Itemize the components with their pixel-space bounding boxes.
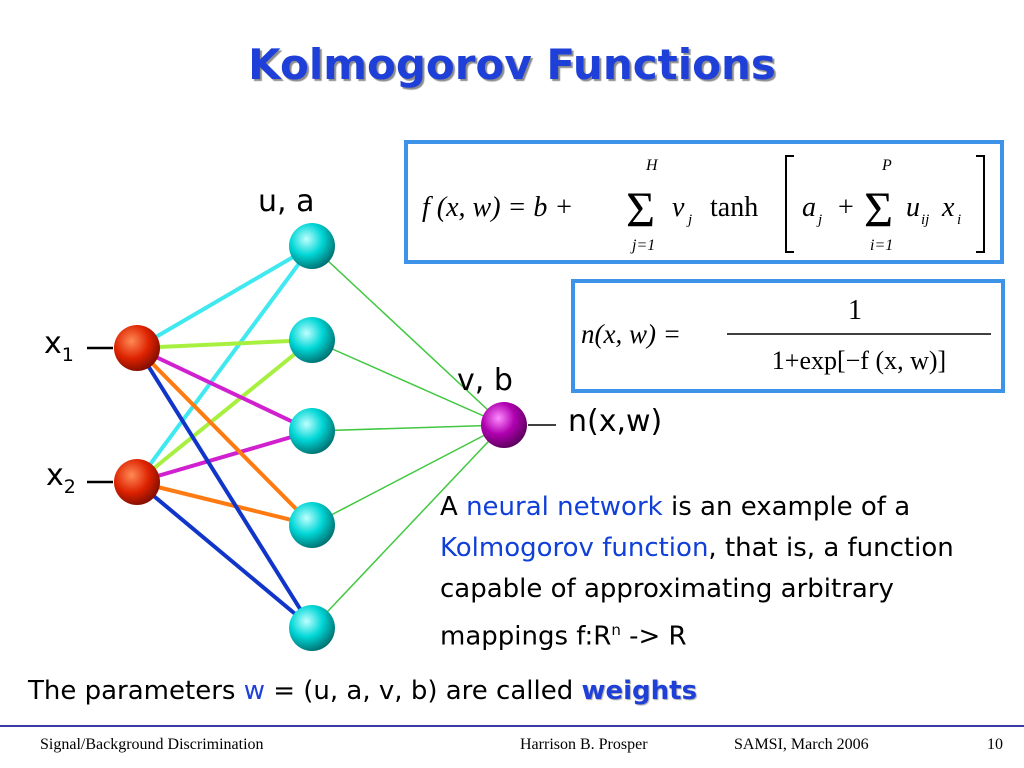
desc-part-4: -> R: [620, 621, 687, 652]
desc-part-1: A: [440, 492, 467, 522]
hidden-node-3: [289, 408, 335, 454]
hidden-node-4: [289, 502, 335, 548]
right-bracket: [976, 155, 985, 253]
sum1-lower: j=1: [630, 237, 655, 254]
sum2-lower: i=1: [870, 237, 893, 254]
desc-part-2: is an example of a: [662, 492, 911, 522]
weights-sentence: The parameters w = (u, a, v, b) are call…: [28, 676, 697, 706]
input-label-x2-main: x: [46, 458, 64, 493]
v-j-sub: j: [686, 212, 692, 228]
sum2-upper: P: [881, 157, 892, 174]
edge-x1-h1: [135, 244, 314, 350]
x-i: x: [941, 192, 955, 223]
inner-plus: +: [838, 192, 854, 223]
edge-x2-h5: [135, 480, 314, 630]
input-node-2: [114, 459, 160, 505]
footer-left: Signal/Background Discrimination: [40, 736, 264, 753]
weights-w: w: [243, 676, 265, 706]
edge-x1-h4: [135, 346, 314, 527]
a-j-sub: j: [816, 212, 822, 228]
hidden-to-output-edges: [311, 245, 505, 629]
x-i-sub: i: [957, 212, 961, 228]
formula-n-denominator: 1+exp[−f (x, w)]: [772, 346, 946, 375]
sum1-upper: H: [645, 157, 659, 174]
tanh-text: tanh: [710, 192, 758, 223]
slide-title: Kolmogorov Functions: [248, 40, 776, 89]
u-ij-sub: ij: [921, 212, 929, 228]
edge-x1-h2: [135, 338, 314, 350]
hidden-node-2: [289, 317, 335, 363]
formula-n-numerator: 1: [848, 295, 862, 326]
formula-box-f: f (x, w) = b + H Σ j=1 v j tanh a j + P …: [404, 140, 1004, 264]
edge-h2-out: [311, 339, 505, 426]
footer-venue: SAMSI, March 2006: [734, 736, 869, 753]
footer-author: Harrison B. Prosper: [520, 736, 648, 753]
neural-network-term: neural network: [466, 492, 663, 522]
left-bracket: [785, 155, 794, 253]
u-ij: u: [906, 192, 920, 223]
output-function-label: n(x,w): [568, 404, 663, 439]
v-j: v: [672, 192, 685, 223]
input-node-1: [114, 325, 160, 371]
edge-x2-h2: [135, 338, 314, 484]
weights-middle: = (u, a, v, b) are called: [264, 676, 582, 706]
edge-h4-out: [311, 424, 505, 526]
output-params-label: v, b: [457, 363, 513, 398]
edge-h5-out: [311, 424, 505, 629]
weights-term: weights: [581, 676, 698, 706]
sum1-sigma: Σ: [626, 181, 655, 237]
desc-superscript: n: [611, 621, 621, 639]
edge-x1-h5: [135, 346, 314, 630]
sum2-sigma: Σ: [864, 181, 893, 237]
edge-x1-h3: [135, 346, 314, 433]
footer-rule: [0, 725, 1024, 727]
description-paragraph: A neural network is an example of a Kolm…: [440, 487, 1020, 658]
input-to-hidden-edges: [135, 244, 314, 630]
hidden-layer-label: u, a: [258, 184, 315, 219]
formula-n: n(x, w) = 1 1+exp[−f (x, w)]: [581, 295, 991, 375]
edge-x2-h4: [135, 480, 314, 527]
kolmogorov-function-term: Kolmogorov function: [440, 533, 709, 563]
input-label-x1: x1: [44, 326, 74, 366]
footer-page-number: 10: [987, 736, 1003, 753]
hidden-node-1: [289, 223, 335, 269]
weights-prefix: The parameters: [28, 676, 244, 706]
input-label-x1-main: x: [44, 326, 62, 361]
formula-n-lhs: n(x, w) =: [581, 319, 681, 349]
hidden-node-5: [289, 605, 335, 651]
edge-h3-out: [311, 424, 505, 432]
input-label-x1-sub: 1: [61, 344, 74, 366]
output-node: [481, 402, 527, 448]
input-label-x2-sub: 2: [63, 476, 76, 498]
edge-x2-h3: [135, 429, 314, 484]
edge-h1-out: [311, 245, 505, 426]
desc-part-3: , that is, a function capable of approxi…: [440, 533, 954, 652]
a-j: a: [802, 192, 816, 223]
formula-f: f (x, w) = b + H Σ j=1 v j tanh a j + P …: [422, 155, 985, 254]
formula-f-lhs: f (x, w) = b +: [422, 192, 573, 223]
formula-box-n: n(x, w) = 1 1+exp[−f (x, w)]: [571, 279, 1005, 393]
edge-x2-h1: [135, 244, 314, 484]
input-label-x2: x2: [46, 458, 76, 498]
